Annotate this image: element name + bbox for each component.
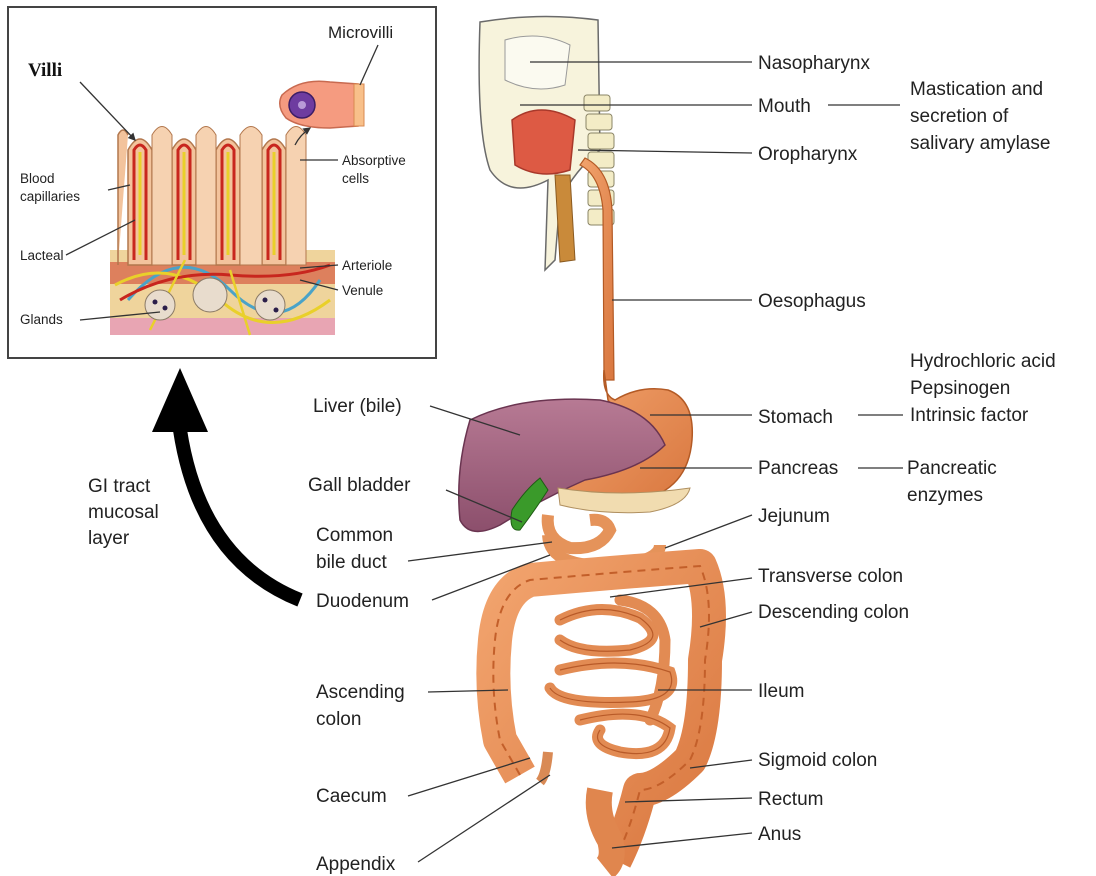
absorptive-cells-label-1: Absorptive [342, 153, 406, 168]
stomach-function-line-2: Pepsinogen [910, 378, 1010, 399]
gi-tract-label-1: GI tract [88, 476, 151, 497]
jejunum-label: Jejunum [758, 506, 830, 527]
venule-label: Venule [342, 283, 383, 298]
mouth-function-line-1: Mastication and [910, 79, 1043, 100]
pancreas-function-line-1: Pancreatic [907, 458, 997, 479]
villi-inset-panel: Villi Microvilli Absorptive cells Blood … [8, 7, 436, 358]
gall-bladder-label: Gall bladder [308, 475, 411, 496]
stomach-function-line-3: Intrinsic factor [910, 405, 1029, 426]
mouth-function-line-3: salivary amylase [910, 133, 1050, 154]
transverse-colon-label: Transverse colon [758, 566, 903, 587]
larynx [555, 175, 575, 262]
blood-capillaries-label-1: Blood [20, 171, 55, 186]
ascending-colon-label-1: Ascending [316, 682, 405, 703]
tongue [512, 110, 575, 174]
oesophagus-label: Oesophagus [758, 291, 866, 312]
liver-label: Liver (bile) [313, 396, 402, 417]
pancreas-function-line-2: enzymes [907, 485, 983, 506]
absorptive-cells-label-2: cells [342, 171, 369, 186]
arteriole-label: Arteriole [342, 258, 392, 273]
rectum-shape [599, 790, 612, 868]
duodenum-label: Duodenum [316, 591, 409, 612]
caecum-label: Caecum [316, 786, 387, 807]
microvilli-label: Microvilli [328, 23, 393, 42]
anus-label: Anus [758, 824, 801, 845]
lacteal-label: Lacteal [20, 248, 64, 263]
common-bile-duct-label-2: bile duct [316, 552, 387, 573]
nasopharynx-label: Nasopharynx [758, 53, 870, 74]
descending-colon-label: Descending colon [758, 602, 909, 623]
muscle-layer [110, 318, 335, 335]
small-intestine-coils [550, 600, 672, 754]
glands-label: Glands [20, 312, 63, 327]
common-bile-duct-label-1: Common [316, 525, 393, 546]
oropharynx-label: Oropharynx [758, 144, 858, 165]
stomach-function-line-1: Hydrochloric acid [910, 351, 1056, 372]
rectum-label: Rectum [758, 789, 823, 810]
ascending-colon-label-2: colon [316, 709, 361, 730]
curved-arrow-icon [152, 368, 300, 600]
ileum-label: Ileum [758, 681, 804, 702]
head-illustration [479, 16, 614, 270]
blood-capillaries-label-2: capillaries [20, 189, 80, 204]
mouth-label: Mouth [758, 96, 811, 117]
stomach-label: Stomach [758, 407, 833, 428]
duodenum-shape [548, 515, 610, 548]
pancreas-label: Pancreas [758, 458, 838, 479]
appendix-label: Appendix [316, 854, 396, 875]
gi-tract-label-3: layer [88, 528, 130, 549]
sigmoid-colon-label: Sigmoid colon [758, 750, 877, 771]
villi-illustration [115, 127, 330, 336]
mouth-function-line-2: secretion of [910, 106, 1009, 127]
villi-label: Villi [28, 60, 62, 81]
gi-tract-label-2: mucosal [88, 502, 159, 523]
